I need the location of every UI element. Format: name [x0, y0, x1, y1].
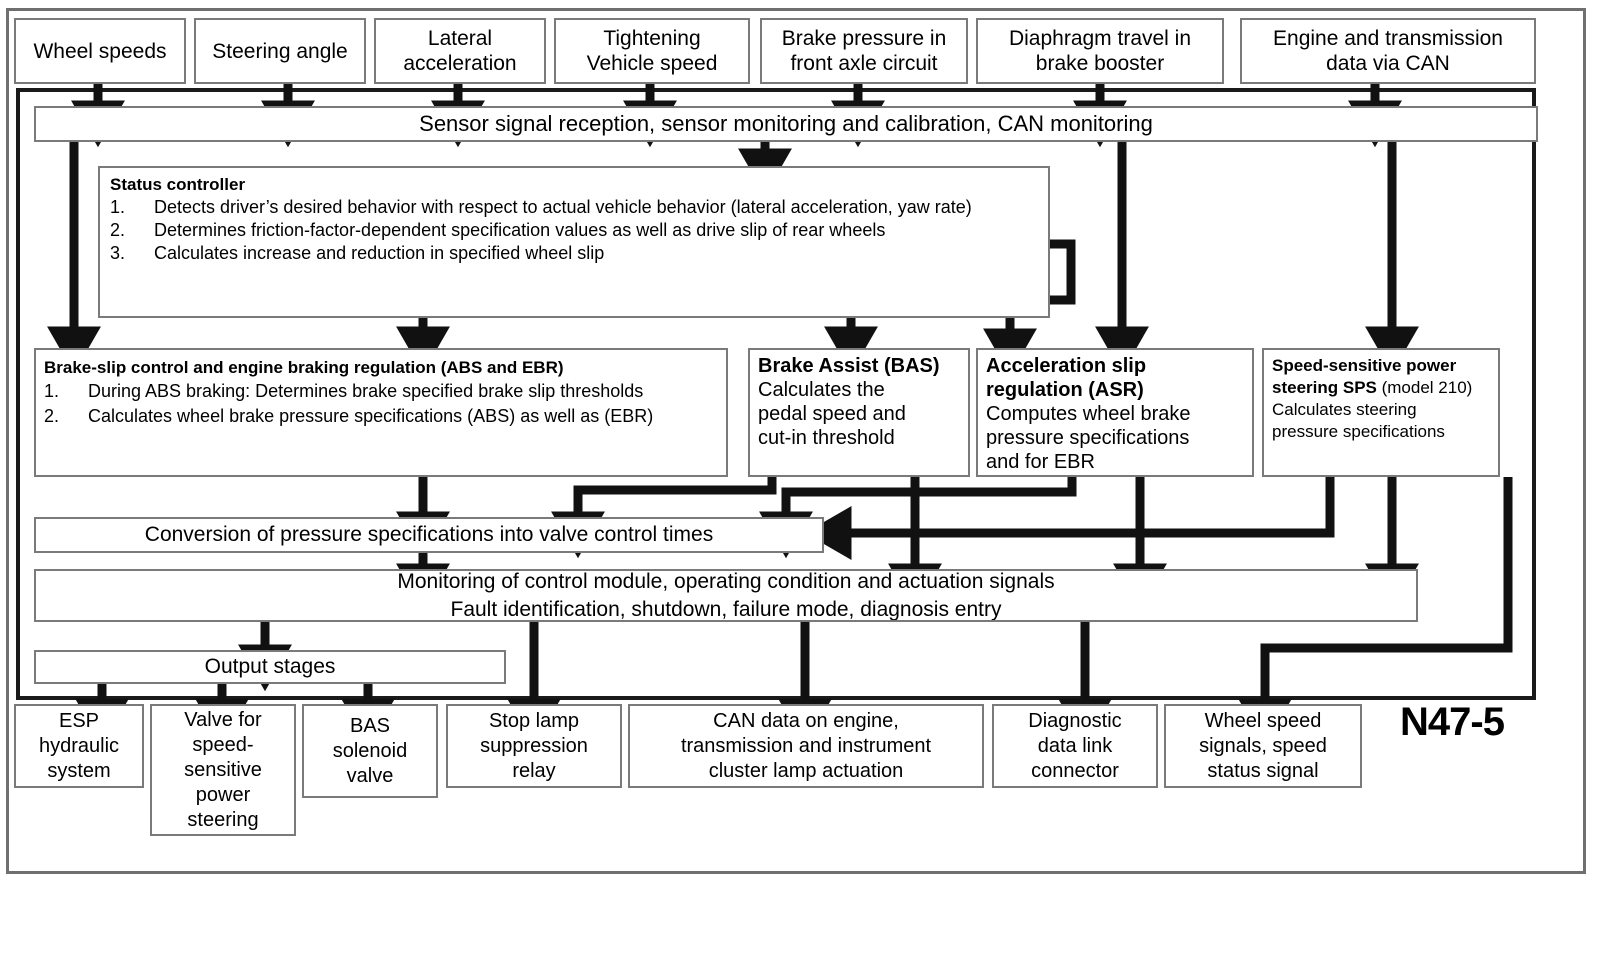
input-box-wheel-speeds[interactable]: Wheel speeds [14, 18, 186, 84]
list-marker: 2. [44, 406, 60, 426]
input-box-steering-angle[interactable]: Steering angle [194, 18, 366, 84]
monitoring-line-2: Fault identification, shutdown, failure … [450, 597, 1002, 621]
list-item: 1. Detects driver’s desired behavior wit… [110, 196, 1038, 219]
input-label: Steering angle [212, 39, 348, 63]
sensor-signal-reception-block[interactable]: Sensor signal reception, sensor monitori… [34, 106, 1538, 142]
list-item: 1. During ABS braking: Determines brake … [44, 379, 718, 404]
brake-assist-heading: Brake Assist (BAS) [758, 355, 940, 377]
list-item: 2. Calculates wheel brake pressure speci… [44, 404, 718, 429]
list-text: During ABS braking: Determines brake spe… [88, 381, 644, 401]
abs-ebr-heading: Brake-slip control and engine braking re… [44, 358, 564, 377]
abs-ebr-list: 1. During ABS braking: Determines brake … [44, 379, 718, 429]
list-marker: 3. [110, 243, 126, 263]
output-box-can-data[interactable]: CAN data on engine,transmission and inst… [628, 704, 984, 788]
status-controller-block[interactable]: Status controller 1. Detects driver’s de… [98, 166, 1050, 318]
list-text: Calculates wheel brake pressure specific… [88, 406, 654, 426]
monitoring-block[interactable]: Monitoring of control module, operating … [34, 569, 1418, 622]
status-controller-heading: Status controller [110, 175, 246, 194]
sensor-band-label: Sensor signal reception, sensor monitori… [419, 111, 1153, 136]
list-text: Calculates increase and reduction in spe… [154, 243, 605, 263]
status-controller-list: 1. Detects driver’s desired behavior wit… [110, 196, 1038, 265]
diagram-code-label: N47-5 [1400, 700, 1505, 744]
output-label: CAN data on engine,transmission and inst… [680, 709, 932, 782]
abs-ebr-block[interactable]: Brake-slip control and engine braking re… [34, 348, 728, 477]
input-label: Wheel speeds [33, 39, 167, 63]
list-item: 3. Calculates increase and reduction in … [110, 242, 1038, 265]
list-marker: 1. [44, 381, 60, 401]
list-text: Detects driver’s desired behavior with r… [154, 197, 972, 217]
conversion-block[interactable]: Conversion of pressure specifications in… [34, 517, 824, 553]
sps-heading-suffix: (model 210) [1376, 378, 1473, 397]
list-marker: 2. [110, 220, 126, 240]
monitoring-line-1: Monitoring of control module, operating … [397, 569, 1055, 593]
list-marker: 1. [110, 197, 126, 217]
list-text: Determines friction-factor-dependent spe… [154, 220, 886, 240]
conversion-label: Conversion of pressure specifications in… [144, 523, 714, 546]
list-item: 2. Determines friction-factor-dependent … [110, 219, 1038, 242]
output-stages-label: Output stages [204, 655, 336, 678]
output-stages-block[interactable]: Output stages [34, 650, 506, 684]
